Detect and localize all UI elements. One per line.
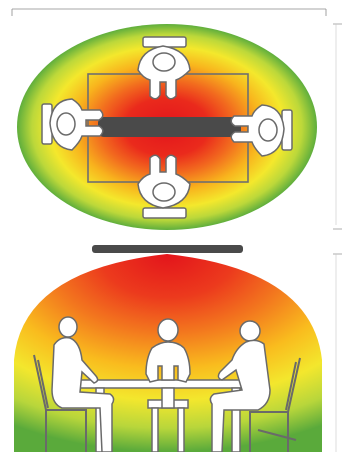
dimension-line [12, 9, 326, 16]
side-dimension-lines [333, 24, 342, 452]
top-view [17, 24, 317, 230]
side-view [14, 245, 322, 452]
heater-bar-side-icon [92, 245, 243, 253]
heater-bar-top-icon [98, 117, 241, 137]
